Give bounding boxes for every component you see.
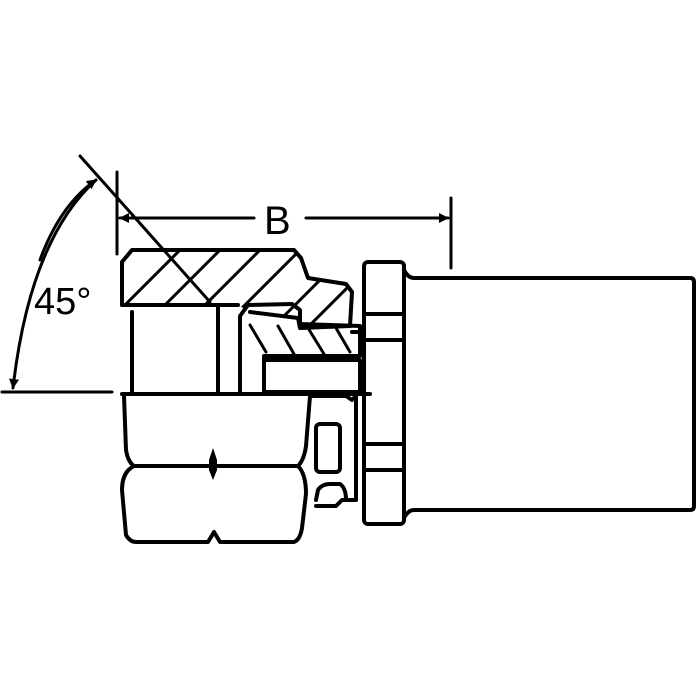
ferrule-sleeve [402, 268, 696, 520]
angle-annotation: 45° [0, 154, 212, 394]
dimension-label: B [264, 199, 291, 243]
crimp-slot [314, 422, 342, 474]
dimension-b: B [115, 170, 453, 270]
nut-bore [126, 303, 220, 394]
angle-arc [9, 178, 98, 390]
angle-leader-line [78, 154, 212, 304]
angle-label: 45° [34, 281, 91, 323]
angle-arc-top-arrow [38, 178, 98, 262]
hex-center-mark [209, 448, 217, 480]
swivel-nut-exterior [120, 394, 312, 544]
nipple-section [238, 302, 362, 394]
swivel-nut-section [120, 248, 354, 394]
hex-collar [350, 260, 406, 526]
nipple-exterior [308, 394, 358, 508]
nut-outline-top [120, 248, 354, 330]
